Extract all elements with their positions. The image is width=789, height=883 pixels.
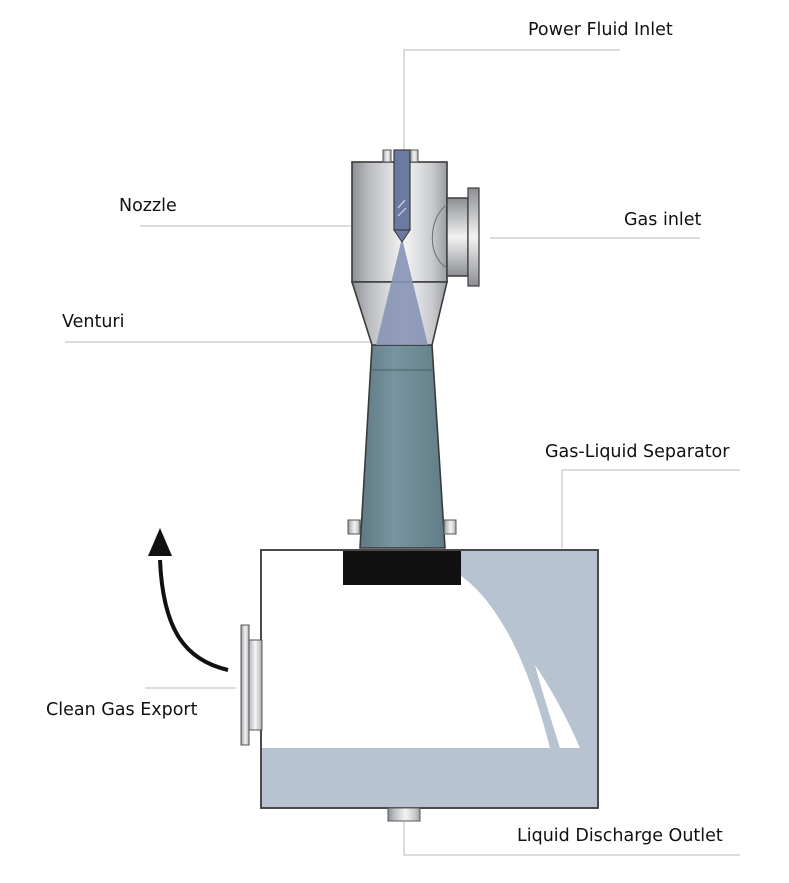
venturi-bolt-right bbox=[443, 519, 457, 535]
gas-inlet-pipe bbox=[446, 197, 469, 277]
label-power-fluid-inlet: Power Fluid Inlet bbox=[528, 20, 673, 40]
seal-block bbox=[343, 551, 461, 585]
label-gas-inlet: Gas inlet bbox=[624, 210, 702, 230]
venturi-bolt-left bbox=[347, 519, 361, 535]
clean-gas-export-flange bbox=[240, 624, 263, 746]
nozzle bbox=[393, 149, 411, 243]
liquid-stream bbox=[460, 551, 597, 748]
leader-liquid-discharge-outlet bbox=[403, 822, 740, 856]
label-liquid-discharge-outlet: Liquid Discharge Outlet bbox=[517, 826, 723, 846]
leader-power-fluid-inlet bbox=[403, 49, 620, 150]
jet-spray-cone bbox=[376, 238, 428, 345]
liquid-pool bbox=[262, 748, 597, 807]
gas-inlet-flange bbox=[467, 187, 480, 287]
label-nozzle: Nozzle bbox=[119, 196, 177, 216]
leader-lines bbox=[65, 49, 740, 856]
label-venturi: Venturi bbox=[62, 312, 124, 332]
leader-gas-liquid-separator bbox=[561, 469, 740, 548]
label-gas-liquid-separator: Gas-Liquid Separator bbox=[545, 442, 730, 462]
separator-vessel bbox=[260, 549, 599, 822]
label-clean-gas-export: Clean Gas Export bbox=[46, 700, 198, 720]
clean-gas-arrow bbox=[148, 528, 229, 672]
liquid-stream-gap bbox=[535, 665, 580, 748]
liquid-outlet-stub bbox=[387, 807, 421, 822]
venturi-body bbox=[347, 344, 457, 549]
